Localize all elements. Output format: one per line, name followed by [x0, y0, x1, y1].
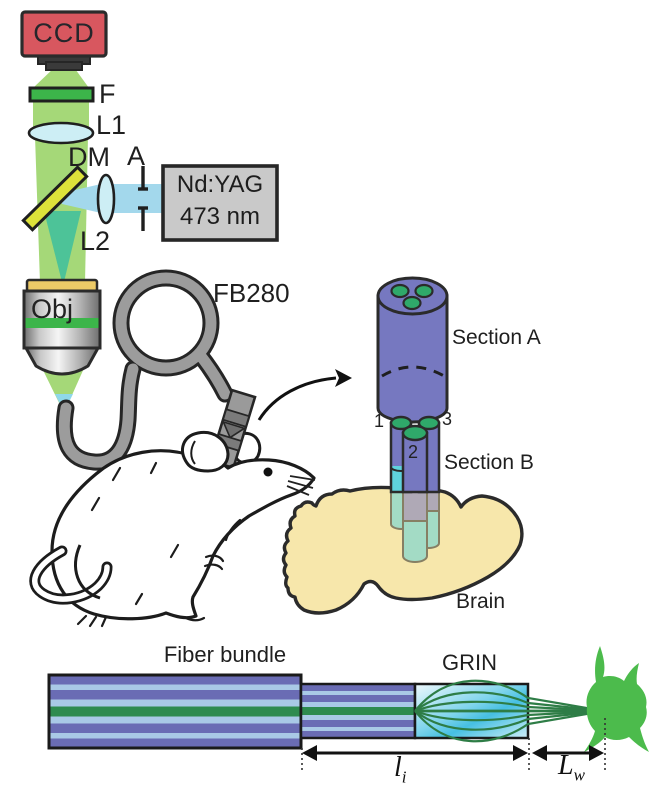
- mouse-eye: [263, 467, 273, 477]
- aperture-label: A: [127, 141, 146, 171]
- dichroic-label: DM: [68, 142, 110, 172]
- lens1-label: L1: [96, 110, 127, 140]
- mouse: [29, 430, 316, 628]
- implant-tube-2: [401, 424, 429, 494]
- section-a-cylinder: [376, 276, 449, 424]
- objective-lens: [22, 278, 102, 376]
- fiber-core-dots: [390, 283, 434, 311]
- objective-label: Obj: [31, 294, 74, 324]
- section-a-label: Section A: [452, 326, 541, 349]
- lw-label: Lw: [558, 750, 585, 786]
- callout-arrow: [257, 369, 352, 421]
- fiber-cable: [55, 269, 234, 471]
- laser-line2: 473 nm: [179, 203, 261, 230]
- dimension-line-li: [302, 745, 528, 761]
- fiber-bundle-label: Fiber bundle: [163, 642, 287, 667]
- lens-l1: [27, 121, 95, 145]
- mouse-front-ear: [181, 430, 230, 473]
- lw-main: L: [558, 750, 574, 781]
- li-main: l: [394, 752, 402, 783]
- cylinder-dashed-cut-line: [381, 365, 445, 378]
- dimension-line-lw: [532, 745, 604, 761]
- mouse-ear-inner-line: [190, 440, 196, 465]
- reflected-beam-teal: [44, 211, 81, 286]
- neuron: [584, 646, 649, 752]
- fiber-bundle-name-label: FB280: [213, 278, 290, 308]
- dimension-guides: [301, 718, 606, 772]
- dichroic-mirror: [21, 165, 89, 232]
- li-sub: i: [401, 767, 407, 787]
- filter-label: F: [99, 79, 116, 109]
- mouse-body: [50, 449, 316, 621]
- laser-box: [161, 164, 279, 242]
- tube-number-2: 2: [408, 442, 419, 462]
- ccd-camera: [20, 10, 108, 71]
- laser-line1: Nd:YAG: [176, 171, 264, 198]
- fiber-bundle-rect: [47, 673, 303, 750]
- emission-filter: [28, 86, 95, 103]
- tube-number-1: 1: [374, 411, 385, 431]
- laser-label: Nd:YAG 473 nm: [163, 169, 277, 233]
- lens2-label: L2: [80, 226, 111, 256]
- ccd-label: CCD: [33, 18, 95, 48]
- lw-sub: w: [573, 765, 585, 785]
- brain-label: Brain: [456, 590, 506, 613]
- implant-tubes-below-surface: [390, 490, 440, 563]
- fiber-bundle-thin-rect: [299, 682, 417, 740]
- mouse-tail: [29, 545, 113, 605]
- lens-l2: [96, 173, 116, 225]
- grin-rays: [414, 679, 605, 743]
- mouse-whiskers: [286, 475, 316, 496]
- mouse-detail-lines: [76, 461, 242, 628]
- aperture: [138, 166, 148, 231]
- section-b-label: Section B: [444, 451, 534, 474]
- li-label: li: [394, 752, 407, 787]
- grin-label: GRIN: [442, 650, 497, 675]
- tube-number-3: 3: [442, 409, 453, 429]
- mouse-haunch-line: [74, 544, 101, 600]
